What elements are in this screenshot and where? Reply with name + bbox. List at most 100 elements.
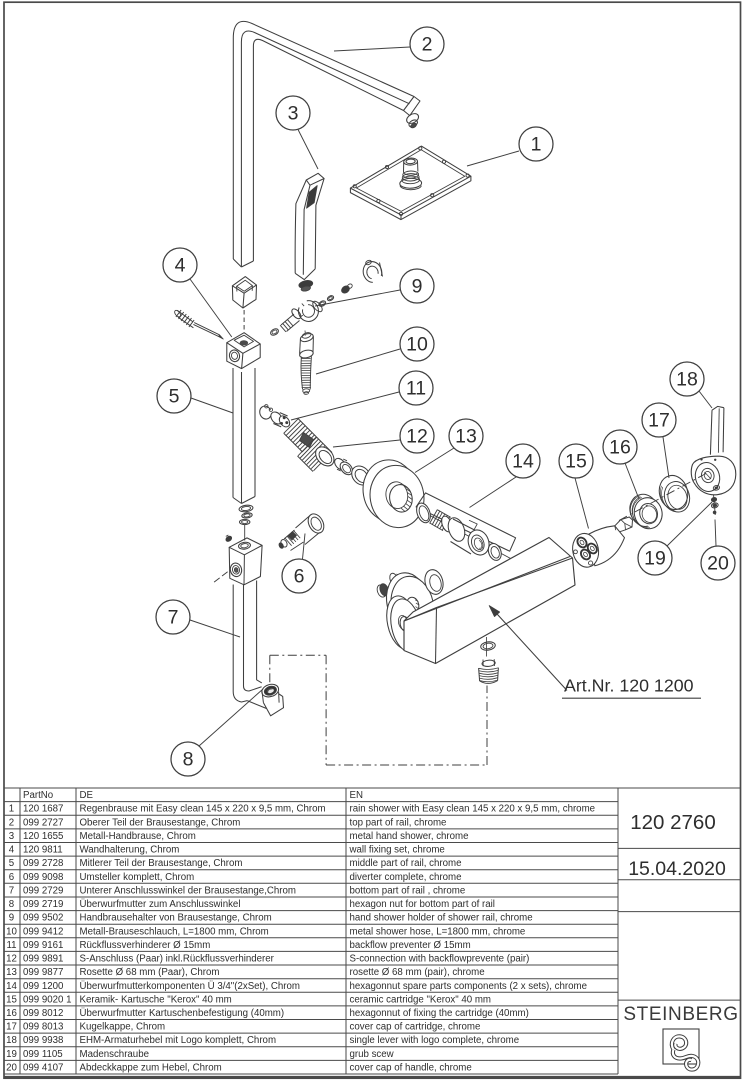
svg-text:hexagonnut of fixing the cartr: hexagonnut of fixing the cartridge (40mm… (350, 1008, 529, 1019)
svg-text:16: 16 (6, 1008, 17, 1019)
svg-text:S-Anschluss (Paar) inkl.Rückfl: S-Anschluss (Paar) inkl.Rückflussverhind… (80, 954, 275, 965)
svg-text:Wandhalterung, Chrom: Wandhalterung, Chrom (80, 845, 180, 856)
svg-text:hexagonnut spare parts compone: hexagonnut spare parts components (2 x s… (350, 981, 587, 992)
svg-text:16: 16 (609, 437, 631, 459)
svg-text:17: 17 (6, 1022, 17, 1033)
svg-text:3: 3 (288, 103, 299, 125)
svg-text:120 2760: 120 2760 (630, 811, 716, 834)
svg-text:099 9938: 099 9938 (23, 1035, 63, 1046)
svg-text:7: 7 (168, 607, 179, 629)
svg-text:diverter complete, chrome: diverter complete, chrome (350, 872, 462, 883)
svg-text:13: 13 (455, 426, 477, 448)
svg-text:20: 20 (707, 553, 729, 575)
svg-text:Regenbrause mit Easy clean 145: Regenbrause mit Easy clean 145 x 220 x 9… (80, 804, 326, 815)
svg-text:1: 1 (531, 134, 542, 156)
svg-text:099 8013: 099 8013 (23, 1022, 63, 1033)
svg-text:17: 17 (648, 410, 670, 432)
svg-text:14: 14 (512, 451, 534, 473)
svg-text:S-connection with backflowprev: S-connection with backflowprevente (pair… (350, 954, 530, 965)
svg-text:Keramik- Kartusche "Kerox" 40: Keramik- Kartusche "Kerox" 40 mm (80, 994, 232, 1005)
svg-text:18: 18 (676, 369, 698, 391)
svg-text:1: 1 (9, 804, 14, 815)
svg-text:4: 4 (9, 845, 15, 856)
svg-text:Überwurfmutterkomponenten Ü 3/: Überwurfmutterkomponenten Ü 3/4"(2xSet),… (80, 981, 300, 992)
svg-text:backflow preventer Ø 15mm: backflow preventer Ø 15mm (350, 940, 471, 951)
svg-text:12: 12 (406, 426, 428, 448)
svg-text:099 9412: 099 9412 (23, 926, 63, 937)
svg-text:18: 18 (6, 1035, 17, 1046)
svg-text:11: 11 (406, 378, 426, 400)
svg-text:hexagon nut for bottom part of: hexagon nut for bottom part of rail (350, 899, 495, 910)
svg-text:19: 19 (644, 548, 666, 570)
svg-text:6: 6 (294, 566, 305, 588)
svg-text:cover cap of handle, chrome: cover cap of handle, chrome (350, 1063, 472, 1074)
svg-text:099 2728: 099 2728 (23, 858, 63, 869)
svg-text:ceramic cartridge "Kerox" 40 m: ceramic cartridge "Kerox" 40 mm (350, 994, 491, 1005)
svg-text:12: 12 (6, 954, 17, 965)
svg-text:10: 10 (6, 926, 17, 937)
svg-text:099 9161: 099 9161 (23, 940, 63, 951)
svg-text:13: 13 (6, 967, 17, 978)
svg-text:Art.Nr. 120 1200: Art.Nr. 120 1200 (564, 676, 694, 696)
svg-text:2: 2 (9, 817, 14, 828)
svg-text:19: 19 (6, 1049, 17, 1060)
svg-text:STEINBERG: STEINBERG (623, 1004, 738, 1025)
svg-text:wall fixing set, chrome: wall fixing set, chrome (349, 845, 445, 856)
svg-text:Umsteller komplett, Chrom: Umsteller komplett, Chrom (80, 872, 195, 883)
svg-text:EN: EN (350, 790, 363, 801)
svg-text:099 2719: 099 2719 (23, 899, 63, 910)
svg-text:3: 3 (9, 831, 14, 842)
svg-text:7: 7 (9, 885, 14, 896)
svg-text:15: 15 (565, 451, 587, 473)
svg-text:Überwurfmutter Kartuschenbefes: Überwurfmutter Kartuschenbefestigung (40… (80, 1008, 285, 1019)
svg-text:Madenschraube: Madenschraube (80, 1049, 149, 1060)
svg-text:8: 8 (183, 749, 194, 771)
svg-text:PartNo: PartNo (23, 790, 53, 801)
svg-text:Oberer Teil der Brausestange,: Oberer Teil der Brausestange, Chrom (80, 817, 241, 828)
svg-text:DE: DE (80, 790, 94, 801)
svg-text:Unterer Anschlusswinkel der Br: Unterer Anschlusswinkel der Brausestange… (80, 885, 296, 896)
svg-text:14: 14 (6, 981, 17, 992)
svg-text:15.04.2020: 15.04.2020 (628, 858, 726, 880)
svg-text:5: 5 (9, 858, 14, 869)
svg-text:rain shower with Easy clean 14: rain shower with Easy clean 145 x 220 x … (350, 804, 596, 815)
svg-text:Rückflussverhinderer Ø 15mm: Rückflussverhinderer Ø 15mm (80, 940, 211, 951)
svg-text:099 9098: 099 9098 (23, 872, 63, 883)
svg-text:hand shower holder of shower r: hand shower holder of shower rail, chrom… (350, 913, 533, 924)
svg-text:Rosette Ø 68 mm (Paar), Chrom: Rosette Ø 68 mm (Paar), Chrom (80, 967, 220, 978)
svg-text:Überwurfmutter zum Anschlusswi: Überwurfmutter zum Anschlusswinkel (80, 899, 241, 910)
svg-text:5: 5 (169, 386, 180, 408)
svg-text:099 1200: 099 1200 (23, 981, 64, 992)
svg-text:Mitlerer Teil der Brausestange: Mitlerer Teil der Brausestange, Chrom (80, 858, 243, 869)
svg-text:4: 4 (175, 255, 186, 277)
svg-text:120 1687: 120 1687 (23, 804, 63, 815)
svg-text:2: 2 (422, 34, 433, 56)
svg-text:9: 9 (412, 276, 423, 298)
svg-text:9: 9 (9, 913, 14, 924)
svg-text:099 2727: 099 2727 (23, 817, 63, 828)
svg-text:middle part of rail, chrome: middle part of rail, chrome (350, 858, 462, 869)
svg-text:single lever with logo complet: single lever with logo complete, chrome (350, 1035, 520, 1046)
svg-text:Kugelkappe, Chrom: Kugelkappe, Chrom (80, 1022, 166, 1033)
svg-text:099 9891: 099 9891 (23, 954, 63, 965)
svg-text:grub scew: grub scew (350, 1049, 395, 1060)
svg-text:6: 6 (9, 872, 14, 883)
svg-text:120 1655: 120 1655 (23, 831, 63, 842)
svg-text:cover cap of cartridge, chrome: cover cap of cartridge, chrome (350, 1022, 481, 1033)
svg-text:099 9502: 099 9502 (23, 913, 63, 924)
svg-text:099 8012: 099 8012 (23, 1008, 63, 1019)
svg-text:metal shower hose, L=1800 mm,: metal shower hose, L=1800 mm, chrome (350, 926, 526, 937)
svg-text:rosette Ø 68 mm (pair), chrome: rosette Ø 68 mm (pair), chrome (350, 967, 485, 978)
svg-text:099 9877: 099 9877 (23, 967, 63, 978)
svg-text:bottom part of rail , chrome: bottom part of rail , chrome (350, 885, 466, 896)
svg-text:metal hand shower, chrome: metal hand shower, chrome (350, 831, 469, 842)
svg-text:Metall-Brauseschlauch, L=1800: Metall-Brauseschlauch, L=1800 mm, Chrom (80, 926, 269, 937)
svg-text:20: 20 (6, 1063, 17, 1074)
svg-text:120 9811: 120 9811 (23, 845, 63, 856)
svg-text:11: 11 (6, 940, 16, 951)
svg-text:8: 8 (9, 899, 14, 910)
svg-text:EHM-Armaturhebel mit Logo komp: EHM-Armaturhebel mit Logo komplett, Chro… (80, 1035, 277, 1046)
svg-text:Abdeckkappe zum Hebel, Chrom: Abdeckkappe zum Hebel, Chrom (80, 1063, 222, 1074)
svg-text:Metall-Handbrause, Chrom: Metall-Handbrause, Chrom (80, 831, 196, 842)
svg-text:099 1105: 099 1105 (23, 1049, 63, 1060)
